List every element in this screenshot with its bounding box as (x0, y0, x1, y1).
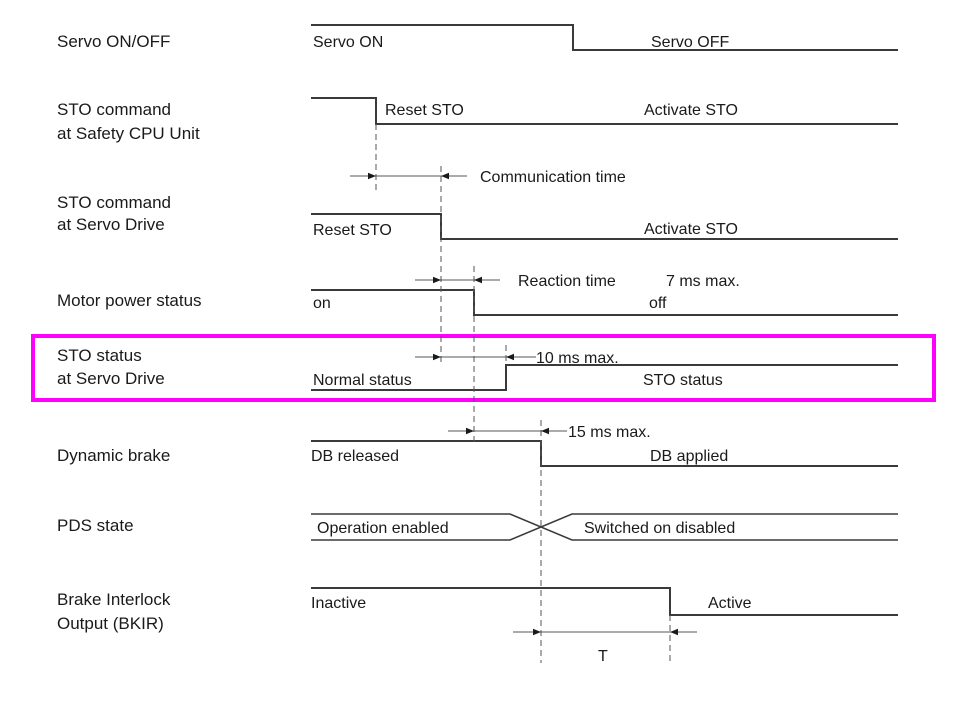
waveform-pds-bottom (311, 513, 898, 541)
timing-reaction-max: 7 ms max. (666, 273, 740, 290)
waveform-sto-status (311, 364, 898, 391)
row-label-sto-cpu-line2: at Safety CPU Unit (57, 124, 200, 143)
row-label-sto-status-line2: at Servo Drive (57, 369, 165, 388)
row-label-bkir-line2: Output (BKIR) (57, 614, 164, 633)
row-label-pds: PDS state (57, 516, 134, 535)
highlight-box (31, 334, 936, 402)
row-label-sto-drive-line2: at Servo Drive (57, 215, 165, 234)
state-bkir-inactive: Inactive (311, 595, 366, 612)
state-sto-cpu-reset: Reset STO (385, 102, 464, 119)
row-label-sto-drive-line1: STO command (57, 193, 171, 212)
state-servo-on: Servo ON (313, 34, 383, 51)
state-bkir-active: Active (708, 595, 752, 612)
waveform-servo (311, 24, 898, 51)
timing-reaction: Reaction time (518, 273, 616, 290)
state-operation-enabled: Operation enabled (317, 520, 449, 537)
state-sto-drive-reset: Reset STO (313, 222, 392, 239)
row-label-sto-status-line1: STO status (57, 346, 142, 365)
state-sto-drive-activate: Activate STO (644, 221, 738, 238)
waveform-motor (311, 289, 898, 316)
timing-bkir-delay: T (598, 648, 608, 665)
row-label-motor: Motor power status (57, 291, 202, 310)
waveform-sto-drive (311, 213, 898, 240)
row-label-db: Dynamic brake (57, 446, 170, 465)
row-label-bkir-line1: Brake Interlock (57, 590, 171, 609)
waveform-sto-cpu (311, 97, 898, 125)
timing-sto-status-max: 10 ms max. (536, 350, 619, 367)
row-label-servo: Servo ON/OFF (57, 32, 170, 51)
state-normal-status: Normal status (313, 372, 412, 389)
state-servo-off: Servo OFF (651, 34, 729, 51)
waveform-bkir (311, 587, 898, 616)
state-motor-on: on (313, 295, 331, 312)
state-sto-cpu-activate: Activate STO (644, 102, 738, 119)
row-label-sto-cpu-line1: STO command (57, 100, 171, 119)
state-db-applied: DB applied (650, 448, 728, 465)
timing-communication: Communication time (480, 169, 626, 186)
state-sto-status: STO status (643, 372, 723, 389)
state-motor-off: off (649, 295, 667, 312)
state-db-released: DB released (311, 448, 399, 465)
waveform-db (311, 440, 898, 467)
state-switched-on-disabled: Switched on disabled (584, 520, 735, 537)
timing-db-max: 15 ms max. (568, 424, 651, 441)
